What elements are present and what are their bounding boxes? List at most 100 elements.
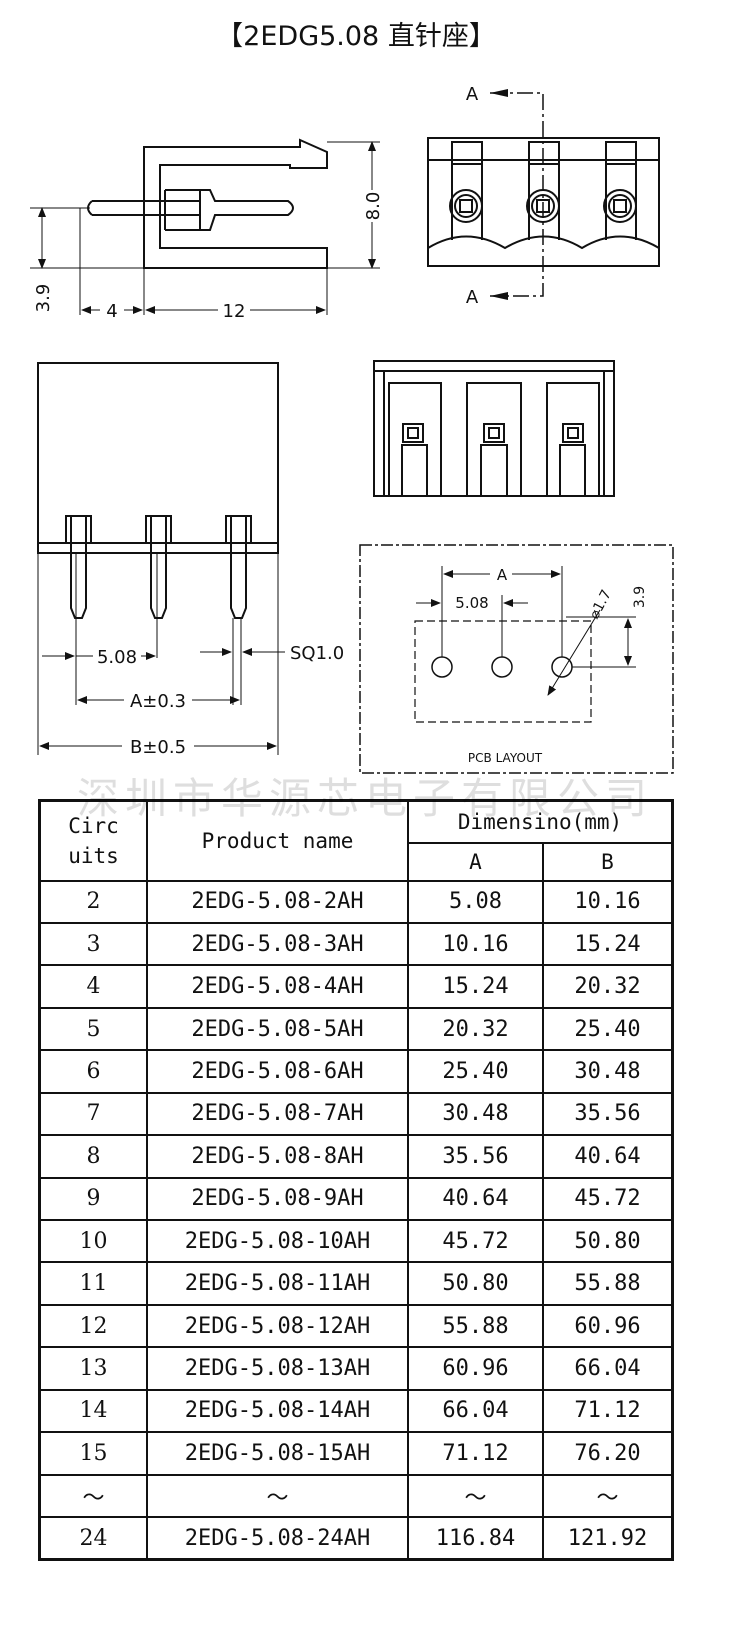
cell-a: 25.40 [407, 1049, 544, 1094]
section-label-top: A [466, 84, 479, 105]
cell-circuits: 2 [38, 879, 148, 924]
pin-1 [65, 515, 92, 658]
dimension-table: Circ uits Product name Dimensino(mm) A B… [38, 799, 674, 1561]
cell-b: 50.80 [542, 1218, 674, 1264]
cell-b: 60.96 [542, 1303, 674, 1349]
cell-circuits: 12 [38, 1303, 148, 1349]
cell-a: 20.32 [407, 1006, 544, 1052]
front-view [427, 89, 660, 300]
cell-product: 2EDG-5.08-15AH [146, 1431, 409, 1476]
technical-drawings: 8.0 3.9 4 12 A A [30, 84, 674, 774]
cell-circuits: 8 [38, 1134, 148, 1179]
screw-3 [603, 189, 637, 223]
pcb-hole-2 [491, 656, 513, 678]
pcb-offset-label: 3.9 [632, 586, 648, 608]
cell-a: 10.16 [407, 921, 544, 967]
cell-circuits: 24 [38, 1516, 148, 1561]
cell-b: 25.40 [542, 1006, 674, 1052]
pin-2 [145, 515, 172, 658]
header-b: B [542, 841, 674, 882]
pcb-layout-label: PCB LAYOUT [468, 751, 543, 765]
cell-product: 2EDG-5.08-5AH [146, 1006, 409, 1052]
cell-product: ～ [146, 1473, 409, 1519]
header-circuits: Circ uits [38, 799, 148, 882]
cell-b: 121.92 [542, 1516, 674, 1561]
cell-circuits: 5 [38, 1006, 148, 1052]
cell-b: 71.12 [542, 1388, 674, 1434]
cell-product: 2EDG-5.08-7AH [146, 1091, 409, 1137]
cell-b: 30.48 [542, 1049, 674, 1094]
page-title: 【2EDG5.08 直针座】 [216, 21, 496, 52]
pcb-pitch-label: 5.08 [455, 594, 488, 612]
cell-product: 2EDG-5.08-13AH [146, 1346, 409, 1391]
side-view-height-label: 8.0 [363, 192, 384, 221]
cell-b: 76.20 [542, 1431, 674, 1476]
cell-b: 15.24 [542, 921, 674, 967]
cell-product: 2EDG-5.08-12AH [146, 1303, 409, 1349]
header-circuits-line-1: Circ [68, 813, 119, 838]
cell-a: ～ [407, 1473, 544, 1519]
screw-1 [449, 189, 483, 223]
cell-product: 2EDG-5.08-14AH [146, 1388, 409, 1434]
cell-a: 15.24 [407, 964, 544, 1009]
cell-product: 2EDG-5.08-8AH [146, 1134, 409, 1179]
header-dimension: Dimensino(mm) [407, 799, 674, 844]
cell-circuits: 15 [38, 1431, 148, 1476]
cell-a: 50.80 [407, 1261, 544, 1306]
cell-circuits: 10 [38, 1218, 148, 1264]
cell-circuits: 13 [38, 1346, 148, 1391]
cell-b: 45.72 [542, 1176, 674, 1222]
dim-a-label: A±0.3 [130, 691, 186, 712]
pcb-footprint [414, 620, 592, 723]
cell-b: 10.16 [542, 879, 674, 924]
cell-circuits: 11 [38, 1261, 148, 1306]
pin-view-body [37, 362, 279, 554]
table-row: ～～～～ [38, 1473, 674, 1519]
cell-a: 66.04 [407, 1388, 544, 1434]
cell-circuits: 3 [38, 921, 148, 967]
cell-b: 20.32 [542, 964, 674, 1009]
cell-b: 35.56 [542, 1091, 674, 1137]
cell-a: 55.88 [407, 1303, 544, 1349]
pin-pitch-label: 5.08 [97, 647, 137, 668]
cell-b: ～ [542, 1473, 674, 1519]
side-view-body-label: 12 [223, 301, 246, 322]
cell-product: 2EDG-5.08-24AH [146, 1516, 409, 1561]
top-view [373, 360, 615, 497]
cell-b: 40.64 [542, 1134, 674, 1179]
section-label-bottom: A [466, 287, 479, 308]
pin-size-label: SQ1.0 [290, 643, 344, 664]
header-product-name: Product name [146, 799, 409, 882]
cell-a: 60.96 [407, 1346, 544, 1391]
cell-circuits: 4 [38, 964, 148, 1009]
cell-circuits: ～ [38, 1473, 148, 1519]
dim-b-label: B±0.5 [130, 737, 186, 758]
cell-product: 2EDG-5.08-10AH [146, 1218, 409, 1264]
cell-a: 116.84 [407, 1516, 544, 1561]
cell-b: 55.88 [542, 1261, 674, 1306]
header-a: A [407, 841, 544, 882]
pin-3 [225, 515, 252, 705]
cell-a: 40.64 [407, 1176, 544, 1222]
header-circuits-line-2: uits [68, 843, 119, 868]
cell-product: 2EDG-5.08-6AH [146, 1049, 409, 1094]
top-view-body [373, 360, 615, 497]
cell-a: 5.08 [407, 879, 544, 924]
cell-circuits: 9 [38, 1176, 148, 1222]
cell-product: 2EDG-5.08-3AH [146, 921, 409, 967]
cell-a: 45.72 [407, 1218, 544, 1264]
pcb-hole-1 [431, 656, 453, 678]
